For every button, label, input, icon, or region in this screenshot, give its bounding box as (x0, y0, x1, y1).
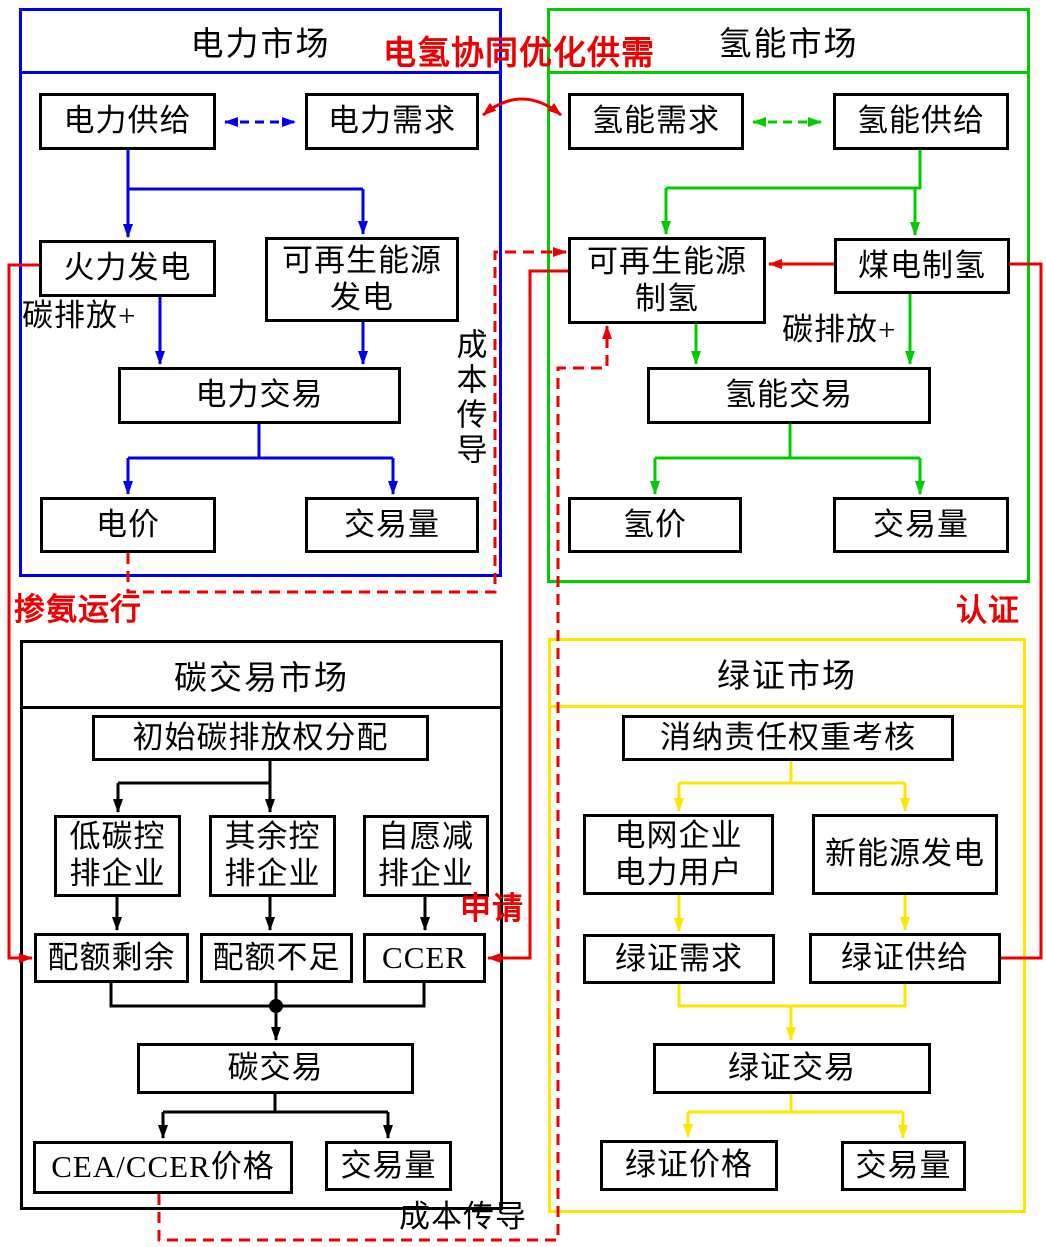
node-carbon-volume: 交易量 (325, 1141, 452, 1191)
label-carbon-emission-plus-left: 碳排放+ (22, 298, 137, 333)
market-electricity-title: 电力市场 (22, 11, 499, 74)
label-ammonia-blending-operation: 掺氨运行 (14, 592, 142, 627)
node-quota-surplus: 配额剩余 (34, 933, 189, 983)
node-green-cert-supply: 绿证供给 (809, 933, 1001, 984)
node-consumption-assessment: 消纳责任权重考核 (622, 715, 954, 761)
node-electricity-price: 电价 (40, 497, 216, 553)
node-low-carbon-enterprise: 低碳控 排企业 (54, 815, 181, 897)
node-hydrogen-trade: 氢能交易 (647, 367, 931, 424)
label-certification: 认证 (956, 593, 1020, 628)
node-other-enterprise: 其余控 排企业 (209, 815, 336, 897)
node-green-cert-volume: 交易量 (841, 1141, 966, 1191)
node-green-cert-price: 绿证价格 (600, 1140, 778, 1191)
market-carbon-title: 碳交易市场 (23, 643, 500, 709)
node-thermal-power: 火力发电 (39, 240, 216, 297)
node-electricity-demand: 电力需求 (305, 93, 479, 150)
node-hydrogen-demand: 氢能需求 (568, 93, 744, 150)
node-new-energy-generation: 新能源发电 (812, 814, 998, 895)
node-grid-users: 电网企业 电力用户 (583, 814, 774, 895)
market-green-cert-title: 绿证市场 (551, 641, 1023, 708)
node-renewable-hydrogen: 可再生能源 制氢 (568, 237, 766, 324)
node-green-cert-demand: 绿证需求 (583, 934, 775, 984)
node-carbon-allocation: 初始碳排放权分配 (92, 715, 429, 761)
label-electricity-hydrogen-coordination: 电氢协同优化供需 (383, 36, 655, 72)
node-voluntary-enterprise: 自愿减 排企业 (363, 815, 489, 897)
label-carbon-emission-plus-right: 碳排放+ (782, 312, 897, 347)
node-coal-hydrogen: 煤电制氢 (834, 238, 1010, 294)
node-hydrogen-volume: 交易量 (833, 497, 1009, 553)
node-renewable-power: 可再生能源 发电 (265, 237, 459, 322)
label-cost-transfer-bottom: 成本传导 (399, 1199, 527, 1234)
label-apply: 申请 (460, 891, 524, 926)
node-hydrogen-price: 氢价 (568, 497, 742, 553)
node-quota-shortage: 配额不足 (200, 933, 353, 983)
node-electricity-volume: 交易量 (305, 497, 479, 553)
market-hydrogen-title: 氢能市场 (550, 11, 1027, 74)
node-electricity-supply: 电力供给 (39, 93, 216, 150)
node-green-cert-trade: 绿证交易 (653, 1043, 931, 1094)
node-carbon-price: CEA/CCER价格 (33, 1141, 293, 1194)
label-cost-transfer-right: 成本传导 (451, 328, 487, 468)
node-hydrogen-supply: 氢能供给 (833, 93, 1009, 150)
node-electricity-trade: 电力交易 (118, 367, 401, 424)
node-ccer: CCER (363, 933, 486, 983)
node-carbon-trade: 碳交易 (137, 1043, 414, 1094)
